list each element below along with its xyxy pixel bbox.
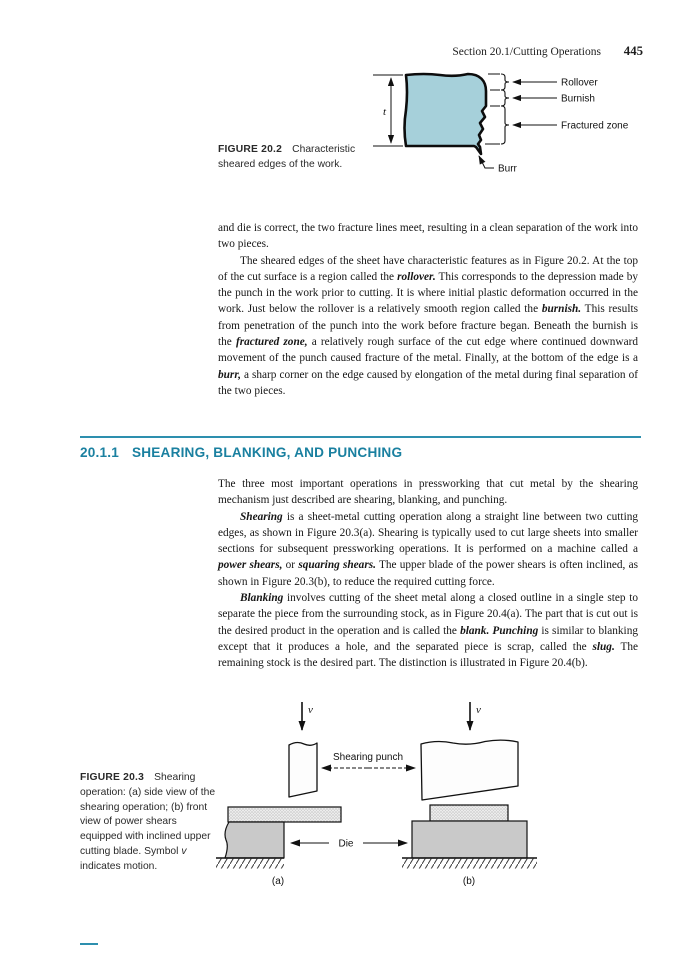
section-number: 20.1.1: [80, 445, 119, 460]
footer-accent-mark: [80, 943, 98, 945]
text-run: Shearing operation: (a) side view of the…: [80, 772, 216, 858]
shear-punch-a: [288, 741, 318, 798]
text-run: indicates motion.: [80, 860, 158, 872]
sheet-metal-b: [429, 804, 509, 822]
label-rollover: Rollover: [561, 78, 598, 89]
work-piece-shape: [403, 72, 488, 156]
paragraph: Shearing is a sheet-metal cutting operat…: [218, 509, 638, 590]
text-run: FIGURE 20.2: [218, 144, 283, 155]
text-run: and die is correct, the two fracture lin…: [218, 222, 638, 251]
body-text-block-1: and die is correct, the two fracture lin…: [218, 220, 638, 399]
text-run: blank. Punching: [460, 624, 539, 637]
label-v-b: v: [476, 704, 481, 716]
text-run: burnish.: [541, 303, 582, 316]
rollover-brace: [500, 73, 510, 91]
ground-hatch-a: [216, 858, 284, 869]
text-run: involves cutting of the sheet metal alon…: [218, 592, 638, 637]
page-number: 445: [623, 44, 643, 58]
figure-20-3-diagram: v Shearing punch Die v (a) (b): [216, 702, 537, 887]
label-subfigure-b: (b): [463, 876, 475, 887]
text-run: This corresponds to the depression made …: [218, 270, 638, 316]
text-run: is similar to blanking except that it pr…: [218, 624, 638, 653]
paragraph: The three most important operations in p…: [218, 476, 638, 509]
text-run: The remaining stock is the desired part.…: [218, 640, 639, 670]
text-run: v: [181, 846, 187, 858]
text-run: fractured zone,: [235, 336, 308, 349]
text-run: The three most important operations in p…: [218, 478, 638, 507]
label-subfigure-a: (a): [272, 876, 284, 887]
text-run: a sharp corner on the edge caused by elo…: [218, 368, 638, 397]
running-head-title: Section 20.1/Cutting Operations: [452, 46, 601, 58]
text-run: The sheared edges of the sheet have char…: [218, 254, 638, 283]
paragraph: Blanking involves cutting of the sheet m…: [218, 590, 638, 671]
fractured-brace: [500, 105, 510, 145]
text-run: power shears,: [218, 559, 283, 572]
body-text-block-2: The three most important operations in p…: [218, 476, 638, 672]
text-run: or: [282, 559, 299, 572]
inclined-blade-b: [420, 739, 519, 801]
text-run: Blanking: [240, 592, 284, 605]
figure-20-3-caption: FIGURE 20.3 Shearing operation: (a) side…: [80, 771, 221, 875]
running-head: Section 20.1/Cutting Operations 445: [80, 44, 643, 59]
label-thickness: t: [383, 106, 387, 118]
text-run: rollover.: [397, 270, 436, 283]
die-block-a: [224, 821, 285, 859]
text-run: The upper blade of the power shears is o…: [218, 559, 639, 588]
text-run: Characteristic sheared edges of the work…: [218, 144, 356, 171]
section-heading: 20.1.1 SHEARING, BLANKING, AND PUNCHING: [80, 445, 402, 460]
label-burr: Burr: [498, 164, 518, 175]
label-shearing-punch: Shearing punch: [333, 752, 403, 763]
text-run: squaring shears.: [298, 559, 376, 572]
sheet-metal-a: [227, 806, 342, 823]
burr-arrow: [478, 155, 494, 169]
text-run: burr,: [218, 368, 241, 381]
paragraph: and die is correct, the two fracture lin…: [218, 220, 638, 253]
die-block-b: [411, 820, 528, 859]
text-run: is a sheet-metal cutting operation along…: [218, 510, 638, 556]
label-v-a: v: [308, 704, 313, 716]
ground-hatch-b: [402, 858, 537, 869]
text-run: a relatively rough surface of the cut ed…: [218, 336, 638, 365]
section-title: SHEARING, BLANKING, AND PUNCHING: [132, 445, 403, 460]
label-fractured-zone: Fractured zone: [561, 121, 629, 132]
paragraph: The sheared edges of the sheet have char…: [218, 253, 638, 400]
label-burnish: Burnish: [561, 94, 595, 105]
label-die: Die: [338, 839, 353, 850]
burnish-brace: [500, 89, 510, 107]
text-run: Shearing: [240, 510, 283, 523]
text-run: slug.: [592, 640, 615, 653]
figure-20-2-caption: FIGURE 20.2 Characteristic sheared edges…: [218, 142, 386, 173]
text-run: FIGURE 20.3: [80, 772, 145, 783]
figure-20-2-diagram: t Rollover Burnish Fractured zone Burr: [373, 72, 629, 175]
text-run: This results from penetration of the pun…: [218, 303, 638, 349]
section-divider-rule: [80, 436, 641, 438]
